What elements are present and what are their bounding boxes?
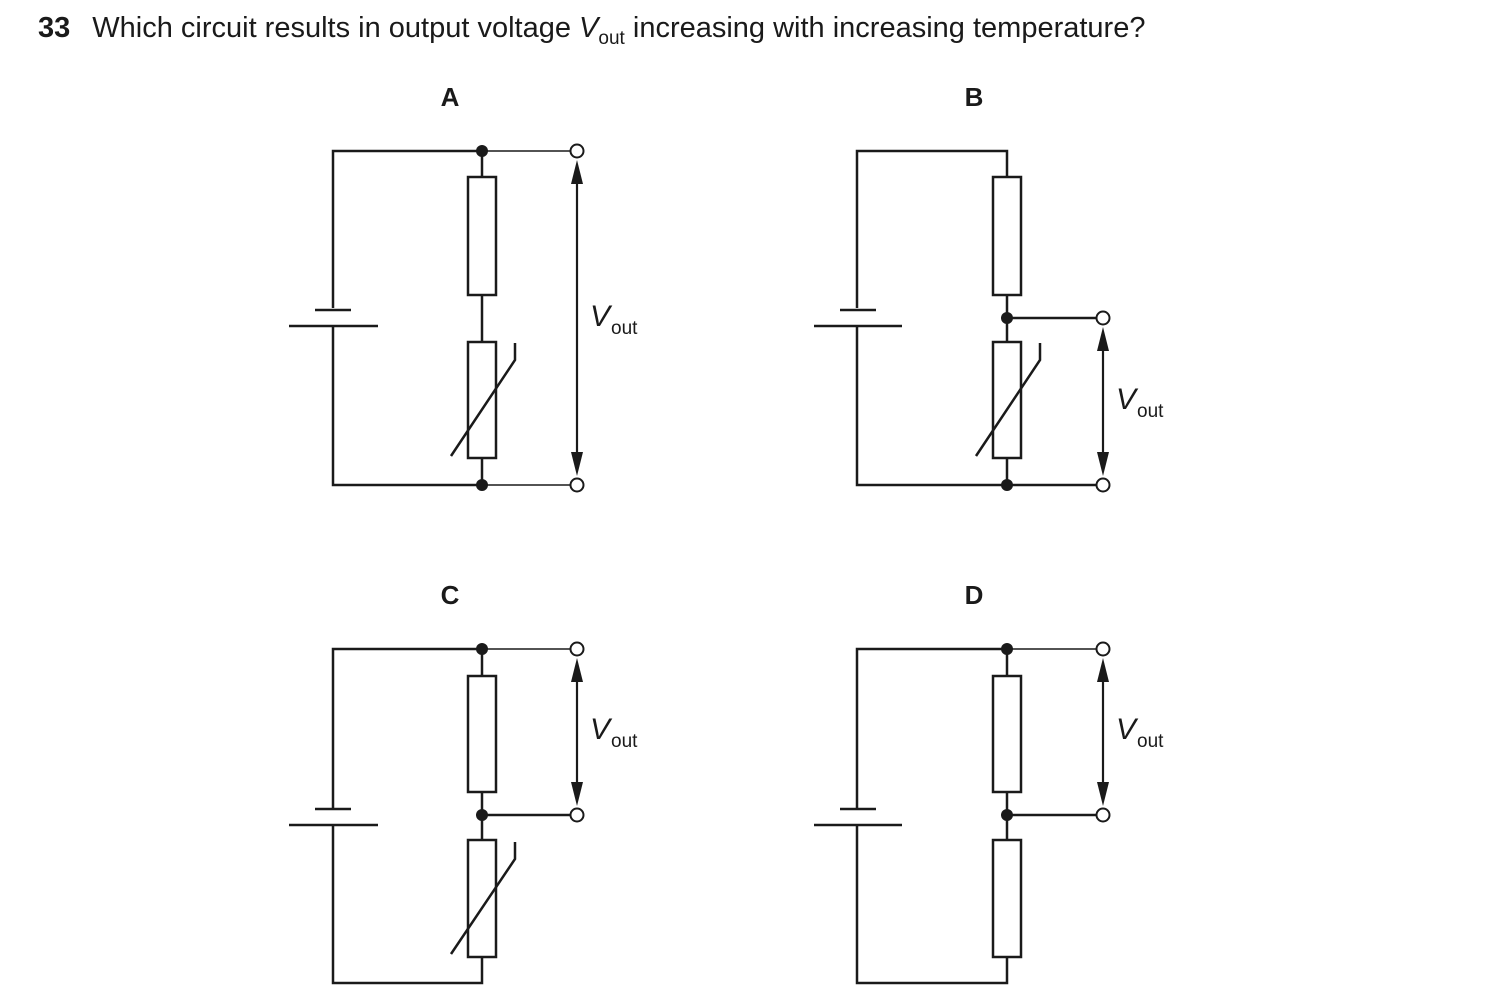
- circuit-c-vout-symbol: V: [590, 713, 613, 746]
- circuit-a-vout-label: Vout: [590, 300, 638, 339]
- circuit-c-vout-arrow: [571, 658, 583, 806]
- circuit-d: D Vout: [814, 580, 1164, 985]
- circuit-b-vout-symbol: V: [1116, 383, 1139, 416]
- circuit-b-thermistor: [974, 340, 1042, 460]
- circuit-d-output-terminal-bottom: [1095, 807, 1111, 823]
- circuit-d-resistor-top: [991, 674, 1023, 794]
- circuit-b-output-terminal-bottom: [1095, 477, 1111, 493]
- circuit-c-vout-label: Vout: [590, 713, 638, 752]
- circuit-b-junction-middle: [1001, 312, 1013, 324]
- circuit-c-vout-subscript: out: [611, 731, 638, 752]
- circuit-b-junction-bottom: [1001, 479, 1013, 491]
- circuit-b-label: B: [965, 82, 984, 112]
- circuit-c-resistor: [466, 674, 498, 794]
- circuit-a-label: A: [441, 82, 460, 112]
- circuit-b-cell: [814, 308, 902, 328]
- circuit-d-resistor-bottom: [991, 838, 1023, 959]
- circuit-d-vout-arrow: [1097, 658, 1109, 806]
- circuit-a-thermistor: [449, 340, 517, 460]
- circuit-a-vout-symbol: V: [590, 300, 613, 333]
- question-number: 33: [38, 12, 71, 44]
- circuit-a-vout-subscript: out: [611, 318, 638, 339]
- circuit-b-vout-label: Vout: [1116, 383, 1164, 422]
- circuit-c-thermistor: [449, 838, 517, 959]
- circuit-c-output-terminal-bottom: [569, 807, 585, 823]
- question-text-before: Which circuit results in output voltage: [92, 12, 580, 44]
- circuit-a-resistor: [466, 175, 498, 297]
- circuit-d-label: D: [965, 580, 984, 610]
- circuit-b-output-terminal-top: [1095, 310, 1111, 326]
- circuit-d-junction-middle: [1001, 809, 1013, 821]
- circuit-a-output-terminal-top: [569, 143, 585, 159]
- circuit-b-vout-arrow: [1097, 327, 1109, 476]
- circuit-b-vout-subscript: out: [1137, 401, 1164, 422]
- circuit-d-cell: [814, 807, 902, 827]
- circuit-d-output-terminal-top: [1095, 641, 1111, 657]
- question-text-after: increasing with increasing temperature?: [624, 12, 1146, 44]
- circuit-d-vout-symbol: V: [1116, 713, 1139, 746]
- circuit-d-junction-top: [1001, 643, 1013, 655]
- circuit-b: B Vout: [814, 82, 1164, 493]
- circuit-d-vout-label: Vout: [1116, 713, 1164, 752]
- circuit-c-junction-middle: [476, 809, 488, 821]
- circuit-c-label: C: [441, 580, 460, 610]
- circuit-c-cell: [289, 807, 378, 827]
- circuit-b-resistor: [991, 175, 1023, 297]
- circuit-d-wires: [855, 647, 1097, 985]
- question-v-symbol: V: [579, 12, 599, 44]
- circuit-a-wires: [331, 149, 570, 487]
- circuit-c-wires: [331, 647, 570, 985]
- circuit-a: A Vout: [289, 82, 638, 493]
- circuit-a-cell: [289, 308, 378, 328]
- circuit-a-junction-bottom: [476, 479, 488, 491]
- circuit-c-junction-top: [476, 643, 488, 655]
- circuit-d-vout-subscript: out: [1137, 731, 1164, 752]
- circuit-b-wires: [855, 149, 1097, 487]
- circuit-a-output-terminal-bottom: [569, 477, 585, 493]
- question-v-subscript: out: [598, 27, 625, 49]
- circuit-a-vout-arrow: [571, 160, 583, 476]
- circuit-c: C Vout: [289, 580, 638, 985]
- circuit-c-output-terminal-top: [569, 641, 585, 657]
- circuit-a-junction-top: [476, 145, 488, 157]
- question-text: 33 Which circuit results in output voltag…: [38, 8, 1145, 59]
